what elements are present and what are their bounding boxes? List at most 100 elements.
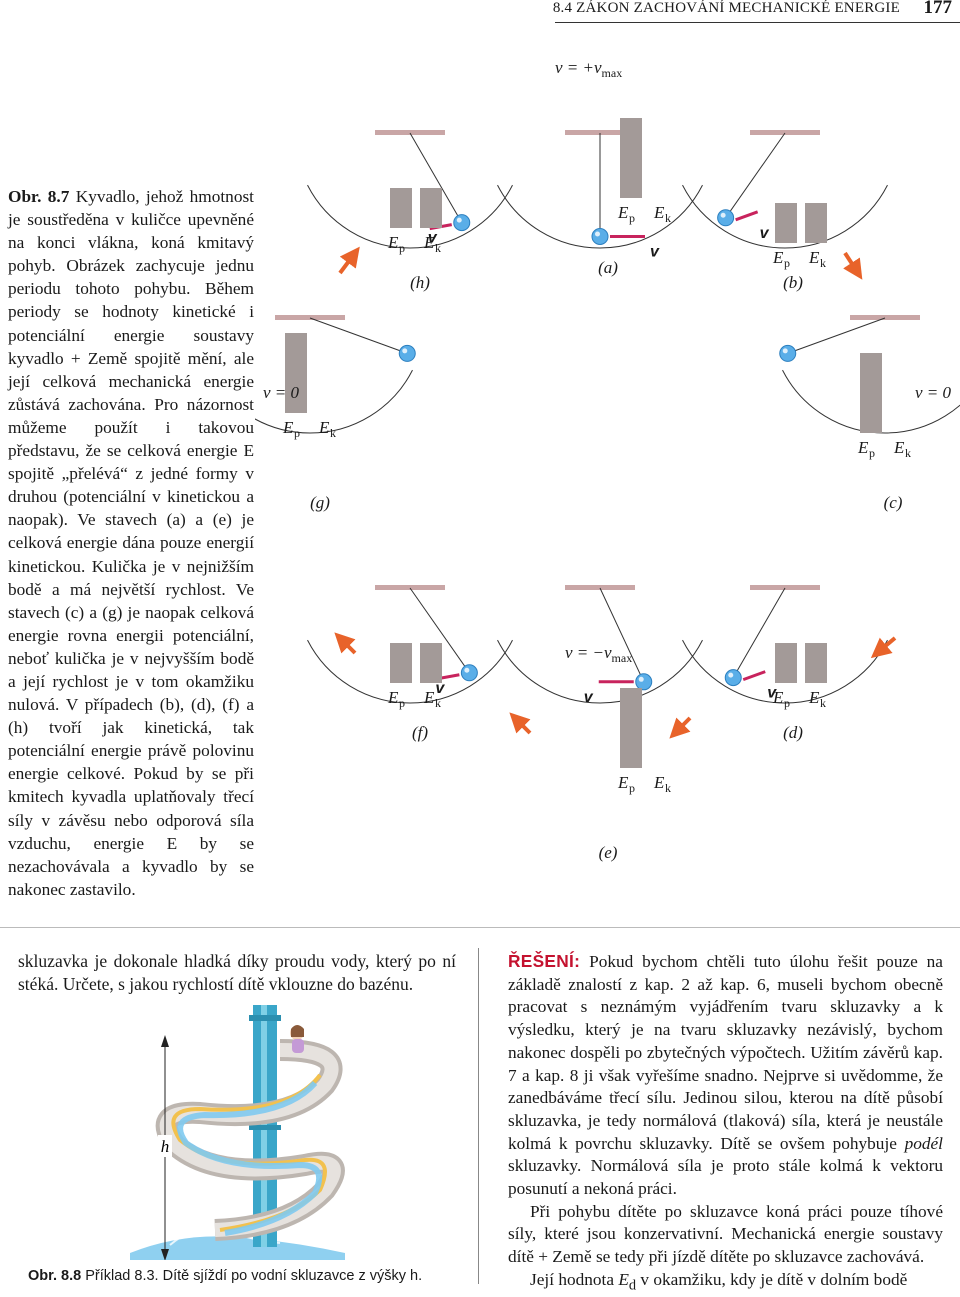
ep-label: E <box>772 688 784 707</box>
pendulum-string <box>409 132 463 223</box>
solution-paragraph-2: Při pohybu dítěte po skluzavce koná prác… <box>508 1201 943 1269</box>
figure-8-8-label: Obr. 8.8 <box>28 1268 82 1284</box>
ek-label: E <box>653 203 665 222</box>
swing-arc <box>307 184 513 249</box>
kinetic-energy-bar <box>420 188 442 228</box>
potential-energy-bar <box>285 333 307 413</box>
water-slide-illustration: h <box>130 1005 345 1260</box>
state-label: (f) <box>412 723 428 742</box>
ep-subscript: p <box>629 211 635 225</box>
ep-subscript: p <box>869 446 875 460</box>
potential-energy-bar <box>390 643 412 683</box>
pendulum-ball <box>779 344 797 362</box>
ek-label: E <box>423 233 435 252</box>
motion-direction-arrow <box>669 716 692 739</box>
pendulum-ball <box>591 228 609 245</box>
state-h <box>307 130 513 249</box>
velocity-symbol: v <box>650 244 660 261</box>
kinetic-energy-bar <box>420 643 442 683</box>
swing-arc <box>782 369 960 434</box>
velocity-readout: v = 0 <box>263 383 300 402</box>
ek-subscript: k <box>820 256 826 270</box>
kinetic-energy-bar <box>805 203 827 243</box>
ball-highlight <box>638 676 644 682</box>
ek-subscript: k <box>905 446 911 460</box>
velocity-symbol: v <box>435 680 445 697</box>
state-label: (e) <box>599 843 618 862</box>
ball-highlight <box>464 667 470 673</box>
pendulum-string <box>309 317 408 354</box>
page-number: 177 <box>923 0 953 18</box>
ep-label: E <box>387 688 399 707</box>
pendulum-string <box>599 587 645 683</box>
ball-highlight <box>782 348 788 354</box>
state-c <box>779 315 960 434</box>
state-f <box>307 585 513 704</box>
header-rule <box>555 22 960 23</box>
ep-subscript: p <box>784 256 790 270</box>
ek-subscript: k <box>820 696 826 710</box>
solution-p1-end: skluzavky. Normálová síla je proto stále… <box>508 1156 943 1199</box>
state-e <box>497 585 703 768</box>
exercise-text: skluzavka je dokonale hladká díky proudu… <box>18 951 456 994</box>
pendulum-ceiling <box>565 585 635 590</box>
ek-label: E <box>653 773 665 792</box>
potential-energy-bar <box>775 203 797 243</box>
state-label: (h) <box>410 273 430 292</box>
ep-label: E <box>857 438 869 457</box>
ek-subscript: k <box>330 426 336 440</box>
ball-highlight <box>456 217 462 223</box>
pendulum-ceiling <box>375 130 445 135</box>
velocity-symbol: v <box>428 230 438 247</box>
pendulum-string <box>787 317 886 354</box>
swing-arc <box>307 639 513 704</box>
potential-energy-bar <box>390 188 412 228</box>
pendulum-ceiling <box>375 585 445 590</box>
chapter-title: 8.4 ZÁKON ZACHOVÁNÍ MECHANICKÉ ENERGIE <box>552 0 900 16</box>
swing-arc <box>255 369 413 434</box>
ball-highlight <box>402 348 408 354</box>
solution-paragraph-3: Její hodnota Ed v okamžiku, kdy je dítě … <box>508 1269 943 1297</box>
motion-direction-arrow <box>334 632 357 655</box>
exercise-paragraph: skluzavka je dokonale hladká díky proudu… <box>18 950 456 995</box>
velocity-readout: v = −vmax <box>565 643 632 665</box>
ek-subscript: k <box>435 241 441 255</box>
ep-label: E <box>617 773 629 792</box>
height-label: h <box>161 1137 170 1156</box>
kinetic-energy-bar <box>805 643 827 683</box>
ek-subscript: k <box>435 696 441 710</box>
pendulum-ceiling <box>565 130 635 135</box>
ep-subscript: p <box>294 426 300 440</box>
state-a <box>497 118 703 249</box>
solution-p3-start: Její hodnota <box>530 1269 614 1289</box>
pendulum-ceiling <box>275 315 345 320</box>
pendulum-ball <box>398 344 416 362</box>
velocity-symbol: v <box>760 225 770 242</box>
motion-direction-arrow <box>338 246 360 275</box>
ep-label: E <box>387 233 399 252</box>
pendulum-ball <box>717 209 735 227</box>
solution-paragraph-1: ŘEŠENÍ: Pokud bychom chtěli tuto úlohu ř… <box>508 950 943 1201</box>
ep-label: E <box>282 418 294 437</box>
ball-highlight <box>595 231 600 237</box>
solution-heading: ŘEŠENÍ: <box>508 951 581 971</box>
ep-subscript: p <box>629 781 635 795</box>
motion-direction-arrow <box>509 712 532 735</box>
solution-p3-end: v okamžiku, kdy je dítě v dolním bodě <box>640 1269 908 1289</box>
potential-energy-bar <box>860 353 882 433</box>
swing-arc <box>497 639 703 704</box>
ek-label: E <box>423 688 435 707</box>
solution-column: ŘEŠENÍ: Pokud bychom chtěli tuto úlohu ř… <box>508 950 943 1297</box>
ball-highlight <box>728 672 734 678</box>
swing-arc <box>682 184 888 249</box>
velocity-symbol: v <box>767 685 777 702</box>
figure-8-8-caption: Obr. 8.8 Příklad 8.3. Dítě sjíždí po vod… <box>28 1268 468 1284</box>
velocity-readout: v = +vmax <box>555 58 622 80</box>
pool-water <box>130 1236 345 1260</box>
solution-p1-emphasis: podél <box>904 1133 943 1153</box>
ep-subscript: p <box>784 696 790 710</box>
ep-label: E <box>772 248 784 267</box>
pendulum-ceiling <box>750 585 820 590</box>
water-stream <box>177 1080 322 1236</box>
figure-label: Obr. 8.7 <box>8 187 70 206</box>
